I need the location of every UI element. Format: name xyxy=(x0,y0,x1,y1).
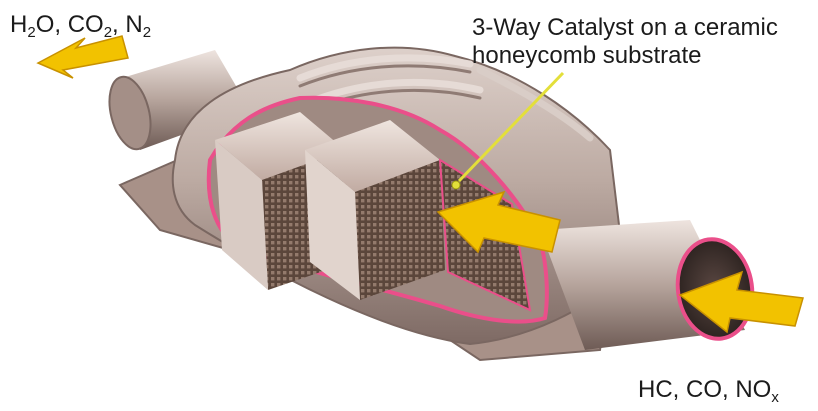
exhaust-formula-text: , N xyxy=(112,11,143,38)
catalyst-label: 3-Way Catalyst on a ceramic honeycomb su… xyxy=(472,14,778,70)
exhaust-formula-text: O, CO xyxy=(36,11,104,38)
catalyst-label-line-1: 3-Way Catalyst on a ceramic xyxy=(472,14,778,41)
catalyst-label-line-2: honeycomb substrate xyxy=(472,42,701,69)
intake-formula-text: HC, CO, NO xyxy=(638,376,771,403)
exhaust-flow-arrow xyxy=(38,36,128,78)
exhaust-formula-subscript: 2 xyxy=(143,24,151,41)
intake-formula-subscript: x xyxy=(771,389,779,406)
exhaust-products-label: H2O, CO2, N2 xyxy=(10,13,151,37)
exhaust-formula-text: H xyxy=(10,11,27,38)
intake-gases-label: HC, CO, NOx xyxy=(638,378,779,402)
exhaust-formula-subscript: 2 xyxy=(27,24,35,41)
exhaust-formula-subscript: 2 xyxy=(104,24,112,41)
